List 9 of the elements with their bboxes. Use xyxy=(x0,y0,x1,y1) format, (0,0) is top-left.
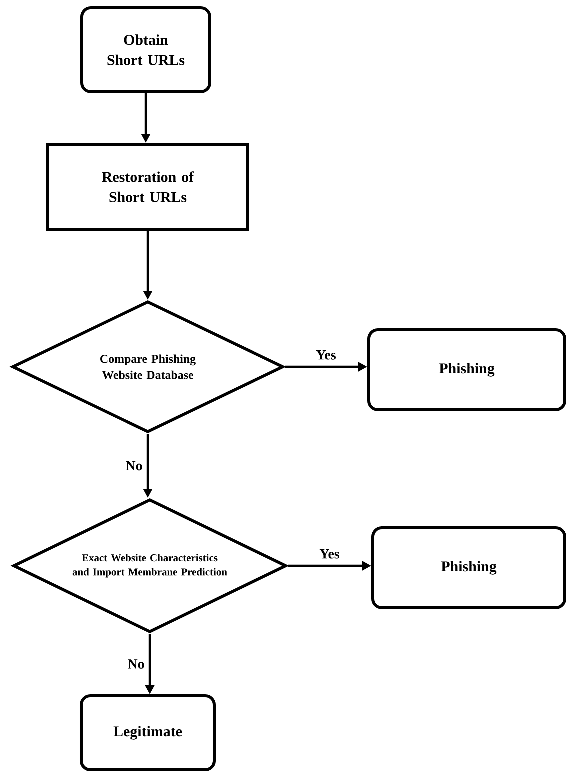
process-box: Restoration of Short URLs xyxy=(46,143,250,231)
process-box: Phishing xyxy=(372,526,566,610)
process-box: Obtain Short URLs xyxy=(80,6,212,94)
edge-label: No xyxy=(126,461,142,471)
edge-label: Yes xyxy=(316,350,336,360)
process-box: Legitimate xyxy=(80,694,216,771)
process-box: Phishing xyxy=(368,328,566,412)
edge-label: Yes xyxy=(320,550,340,559)
edge-label: No xyxy=(128,660,144,669)
